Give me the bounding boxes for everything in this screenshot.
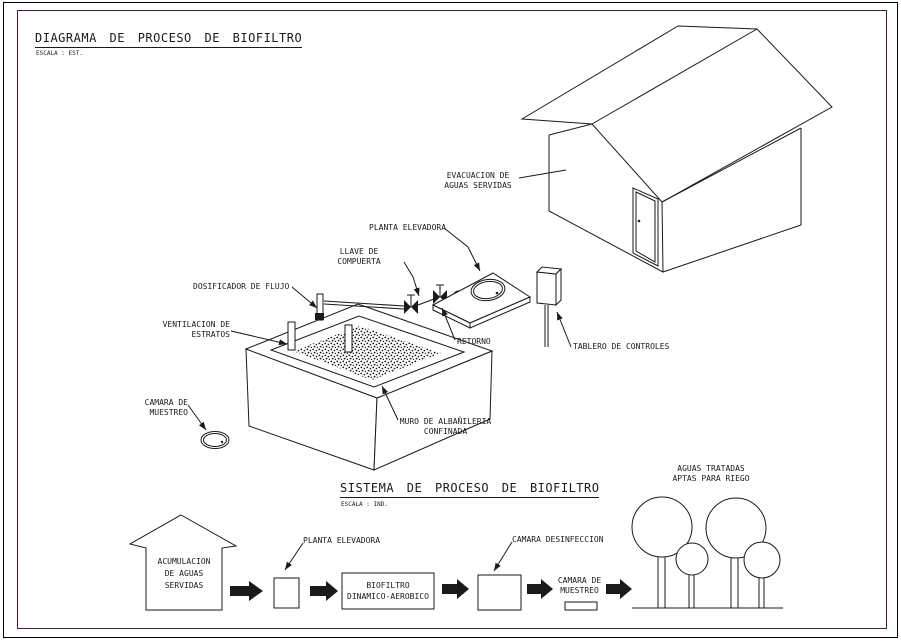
leader-lines (187, 169, 572, 572)
flow-arrow (442, 579, 469, 599)
pump-platform-drawing (431, 272, 532, 329)
gravel-bed (293, 326, 441, 380)
system-scale-note: ESCALA : IND. (341, 501, 388, 508)
label-camara-muestreo: CAMARA DE MUESTREO (144, 398, 188, 417)
step-label-biofiltro: BIOFILTRO DINAMICO-AEROBICO (347, 581, 429, 601)
label-dosificador: DOSIFICADOR DE FLUJO (193, 282, 290, 291)
sampling-chamber-drawing (200, 431, 230, 449)
vent-pipe (344, 324, 353, 353)
trees-drawing (631, 496, 783, 609)
label-tablero: TABLERO DE CONTROLES (573, 342, 670, 351)
house-door (632, 187, 659, 267)
step-label-camara-muestreo: CAMARA DE MUESTREO (557, 576, 602, 595)
sheet-border-outer (3, 2, 898, 638)
flow-diagram (128, 496, 783, 611)
step-label-acumulacion: ACUMULACION DE AGUAS SERVIDAS (157, 557, 211, 590)
flow-arrow (606, 579, 632, 599)
process-scale-note: ESCALA : EST. (36, 50, 83, 57)
system-diagram-title: SISTEMA DE PROCESO DE BIOFILTRO (340, 481, 600, 498)
flow-arrow (230, 581, 263, 601)
label-planta-elevadora: PLANTA ELEVADORA (369, 223, 447, 232)
vent-pipe (287, 321, 296, 351)
manhole-cover (470, 278, 506, 302)
step-label-camara-desinfeccion: CAMARA DESINFECCION (512, 535, 604, 544)
label-llave-compuerta: LLAVE DE COMPUERTA (337, 247, 381, 266)
flow-arrow (310, 581, 338, 601)
biofilter-tank-drawing (244, 293, 494, 471)
label-ventilacion: VENTILACION DE ESTRATOS (162, 320, 230, 339)
step-label-planta-elevadora: PLANTA ELEVADORA (303, 536, 381, 545)
label-evacuacion: EVACUACION DE AGUAS SERVIDAS (444, 171, 512, 190)
accumulation-arrow-shape (128, 514, 238, 611)
step-label-aguas-tratadas: AGUAS TRATADAS APTAS PARA RIEGO (672, 464, 750, 483)
flow-arrow (527, 579, 553, 599)
biofilter-box (341, 572, 435, 610)
label-retorno: RETORNO (457, 337, 491, 346)
pump-station-box (273, 577, 300, 609)
sampling-box (564, 601, 598, 611)
disinfection-box (477, 574, 522, 611)
control-panel-drawing (535, 266, 563, 347)
door-handle (637, 219, 641, 223)
process-diagram-title: DIAGRAMA DE PROCESO DE BIOFILTRO (35, 31, 303, 48)
house-drawing (520, 25, 833, 273)
sheet-border-inner (17, 10, 887, 629)
label-muro: MURO DE ALBAÑILERIA CONFINADA (399, 417, 492, 436)
